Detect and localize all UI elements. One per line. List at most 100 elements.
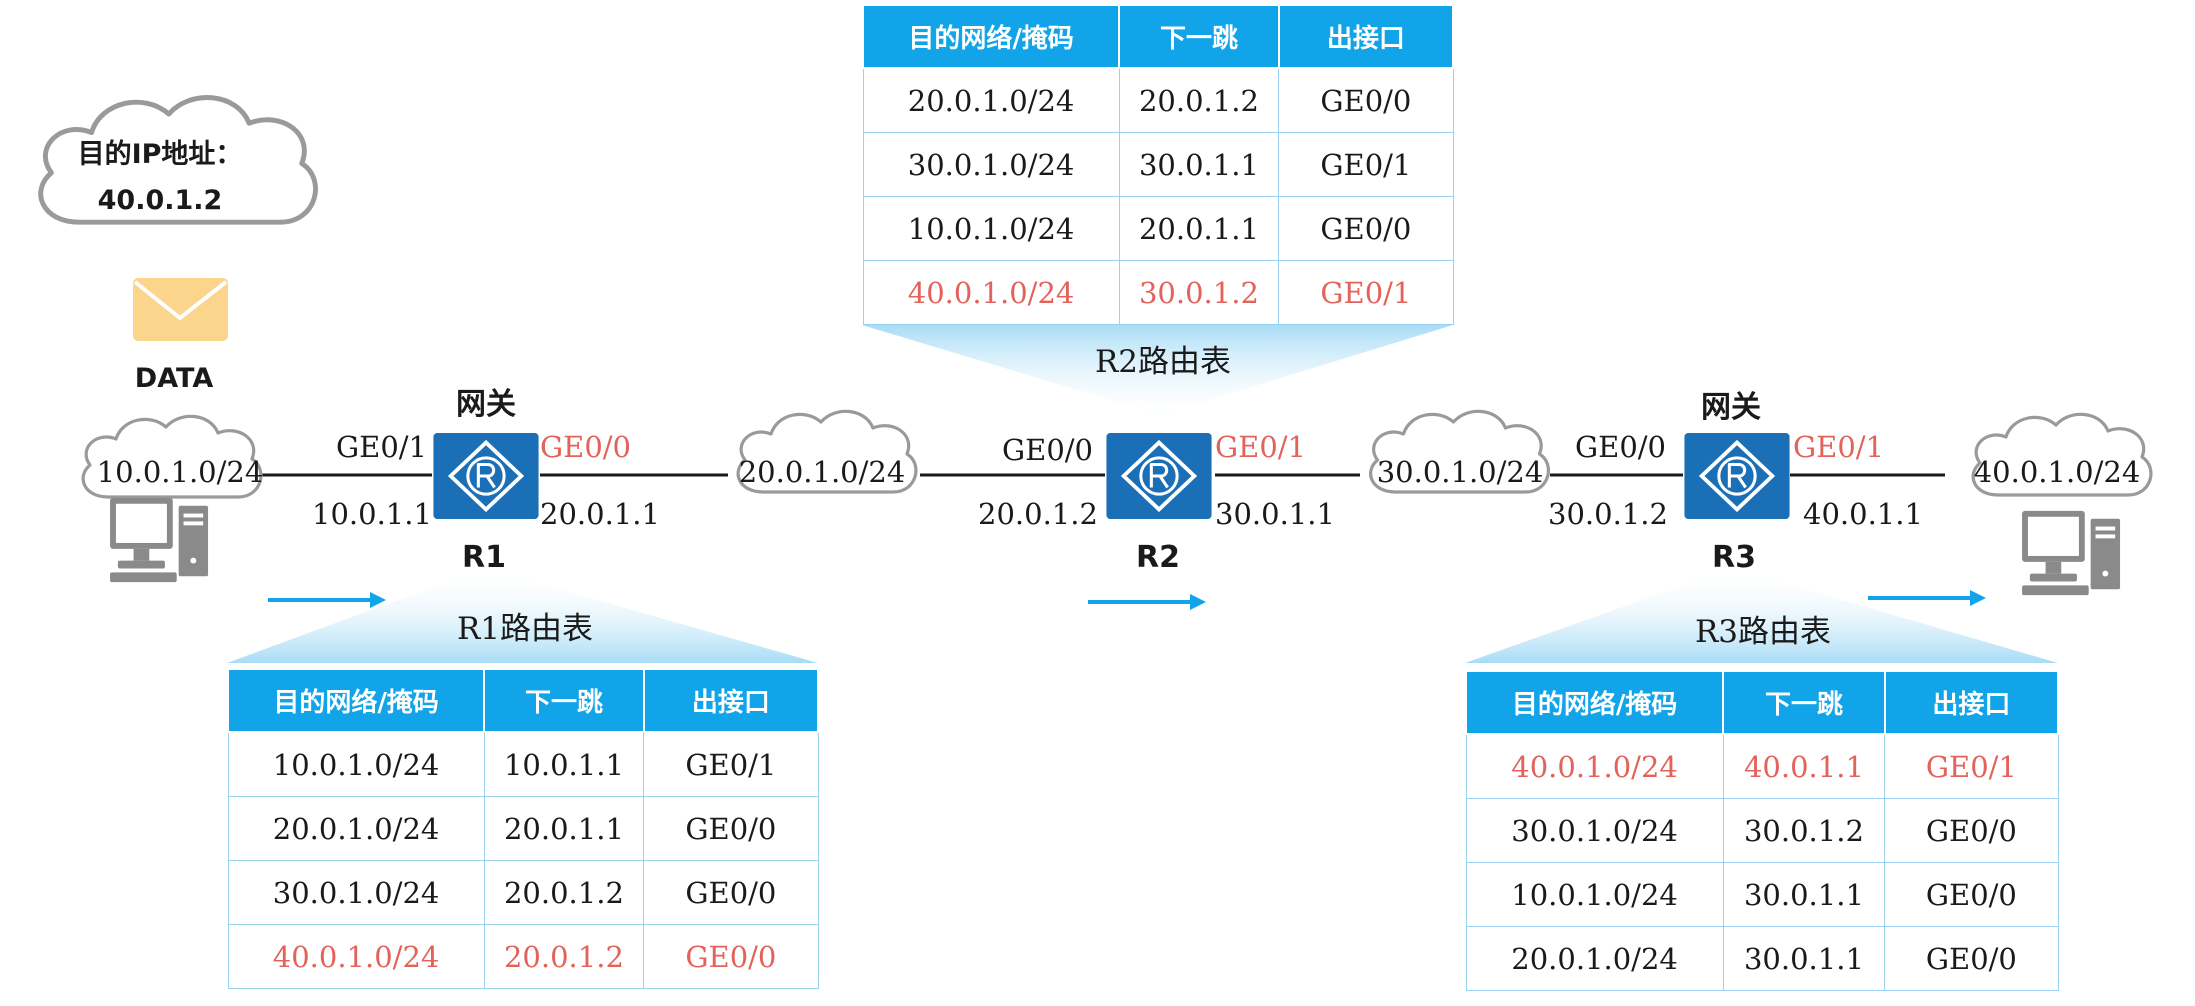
destination-ip-bubble: 目的IP地址： 40.0.1.2 <box>78 132 243 216</box>
direction-arrow-1 <box>268 592 386 608</box>
pc-source-icon <box>110 497 209 583</box>
router-r3-icon[interactable] <box>1683 433 1791 519</box>
cell-next-hop: 20.0.1.1 <box>1118 196 1280 261</box>
r1-right-ip: 20.0.1.1 <box>540 497 660 531</box>
cell-dest: 10.0.1.0/24 <box>227 731 485 797</box>
r2-fan <box>862 325 1453 415</box>
r3-right-ip: 40.0.1.1 <box>1803 497 1923 531</box>
r3-left-interface: GE0/0 <box>1575 430 1667 464</box>
cell-out-if: GE0/0 <box>643 924 819 989</box>
r3-gateway-label: 网关 <box>1701 390 1761 425</box>
bubble-line1: 目的IP地址： <box>77 139 243 170</box>
cell-next-hop: 40.0.1.1 <box>1722 733 1886 799</box>
header-dest: 目的网络/掩码 <box>1464 672 1725 735</box>
cell-next-hop: 30.0.1.2 <box>1722 798 1886 863</box>
cell-out-if: GE0/0 <box>643 796 819 861</box>
cell-next-hop: 20.0.1.1 <box>483 796 645 861</box>
envelope-icon <box>133 278 228 341</box>
r1-gateway-label: 网关 <box>456 387 516 422</box>
r3-fan <box>1465 568 2058 663</box>
r2-left-interface: GE0/0 <box>1002 433 1094 467</box>
network-n1-label: 10.0.1.0/24 <box>96 455 264 489</box>
r1-name: R1 <box>462 540 506 575</box>
table-header-row: 目的网络/掩码 下一跳 出接口 <box>1464 672 2060 735</box>
cell-dest: 30.0.1.0/24 <box>1465 798 1724 863</box>
r1-table-caption: R1路由表 <box>456 611 594 647</box>
cell-out-if: GE0/1 <box>1278 260 1454 325</box>
network-n2-label: 20.0.1.0/24 <box>738 455 906 489</box>
r2-left-ip: 20.0.1.2 <box>978 497 1098 531</box>
r3-table-caption: R3路由表 <box>1694 614 1832 650</box>
header-dest: 目的网络/掩码 <box>861 6 1121 69</box>
cell-dest: 20.0.1.0/24 <box>862 67 1120 133</box>
cell-next-hop: 20.0.1.2 <box>483 924 645 989</box>
table-header-row: 目的网络/掩码 下一跳 出接口 <box>861 6 1455 69</box>
cell-dest: 20.0.1.0/24 <box>1465 926 1724 991</box>
header-next-hop: 下一跳 <box>483 670 645 733</box>
cell-dest: 10.0.1.0/24 <box>862 196 1120 261</box>
cell-next-hop: 30.0.1.1 <box>1722 926 1886 991</box>
cell-out-if: GE0/1 <box>643 731 819 797</box>
header-next-hop: 下一跳 <box>1722 672 1886 735</box>
cell-out-if: GE0/0 <box>643 860 819 925</box>
network-n3-label: 30.0.1.0/24 <box>1376 455 1544 489</box>
r1-fan <box>227 568 818 663</box>
header-dest: 目的网络/掩码 <box>226 670 486 733</box>
cell-next-hop: 10.0.1.1 <box>483 731 645 797</box>
r2-right-ip: 30.0.1.1 <box>1215 497 1335 531</box>
r1-right-interface: GE0/0 <box>540 430 632 464</box>
cell-next-hop: 30.0.1.1 <box>1722 862 1886 927</box>
r1-left-ip: 10.0.1.1 <box>312 497 432 531</box>
cell-next-hop: 20.0.1.2 <box>483 860 645 925</box>
router-r1-icon[interactable] <box>432 433 540 519</box>
cell-out-if: GE0/0 <box>1278 67 1454 133</box>
r3-right-interface: GE0/1 <box>1793 430 1885 464</box>
table-header-row: 目的网络/掩码 下一跳 出接口 <box>226 670 820 733</box>
cell-next-hop: 30.0.1.1 <box>1118 132 1280 197</box>
cell-out-if: GE0/1 <box>1278 132 1454 197</box>
cell-next-hop: 20.0.1.2 <box>1118 67 1280 133</box>
cell-dest: 30.0.1.0/24 <box>227 860 485 925</box>
r3-name: R3 <box>1712 540 1756 575</box>
cell-dest: 30.0.1.0/24 <box>862 132 1120 197</box>
pc-destination-icon <box>2022 510 2121 596</box>
cell-out-if: GE0/0 <box>1278 196 1454 261</box>
cell-next-hop: 30.0.1.2 <box>1118 260 1280 325</box>
cell-dest: 10.0.1.0/24 <box>1465 862 1724 927</box>
r2-table-caption: R2路由表 <box>1094 344 1232 380</box>
network-n4-label: 40.0.1.0/24 <box>1973 455 2141 489</box>
envelope-label: DATA <box>134 363 214 394</box>
cell-dest: 20.0.1.0/24 <box>227 796 485 861</box>
header-out-if: 出接口 <box>1277 6 1455 69</box>
cell-out-if: GE0/0 <box>1884 926 2059 991</box>
bubble-line2: 40.0.1.2 <box>97 185 223 216</box>
cell-dest: 40.0.1.0/24 <box>1465 733 1724 799</box>
cell-out-if: GE0/0 <box>1884 862 2059 927</box>
r1-left-interface: GE0/1 <box>336 430 428 464</box>
header-next-hop: 下一跳 <box>1118 6 1280 69</box>
header-out-if: 出接口 <box>1883 672 2060 735</box>
r2-name: R2 <box>1136 540 1180 575</box>
cell-out-if: GE0/1 <box>1884 733 2059 799</box>
cell-out-if: GE0/0 <box>1884 798 2059 863</box>
direction-arrow-3 <box>1868 590 1986 606</box>
router-r2-icon[interactable] <box>1105 433 1213 519</box>
direction-arrow-2 <box>1088 594 1206 610</box>
cell-dest: 40.0.1.0/24 <box>227 924 485 989</box>
r2-right-interface: GE0/1 <box>1215 430 1307 464</box>
header-out-if: 出接口 <box>642 670 820 733</box>
